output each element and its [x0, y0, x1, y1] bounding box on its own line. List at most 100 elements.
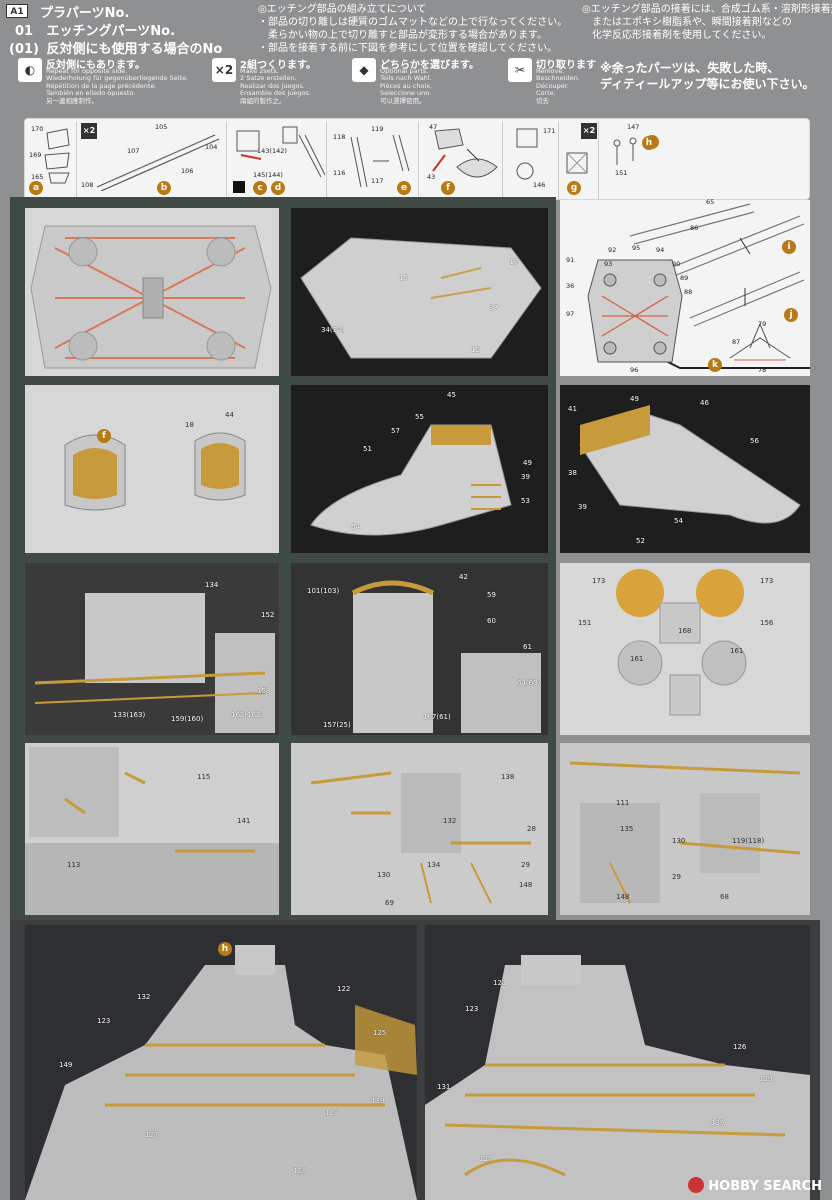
part-number-label: 108 — [81, 181, 94, 189]
part-number-label: 165 — [31, 173, 44, 181]
part-k-diagram — [729, 322, 791, 361]
part-number-label: 89 — [680, 274, 689, 282]
part-letter-c: c — [253, 181, 267, 195]
part-number-label: 132 — [443, 817, 457, 825]
part-cell-c-d: 143(142) 145(144) c d — [227, 121, 327, 199]
photo-image — [25, 945, 417, 1200]
header-line-text: 反対側にも使用する場合のNo — [46, 42, 223, 57]
part-number-label: 119 — [325, 1109, 339, 1117]
part-number-label: 130 — [377, 871, 391, 879]
part-number-label: 88 — [684, 288, 693, 296]
part-drawing — [44, 128, 70, 184]
part-number-label: 106 — [181, 167, 194, 175]
part-number-label: 139 — [371, 1097, 385, 1105]
part-number-label: 156 — [760, 619, 774, 627]
photo-image — [616, 569, 747, 716]
assembly-notes: ◎エッチング部品の組み立てについて ・部品の切り離しは硬質のゴムマットなどの上で… — [258, 3, 567, 55]
part-cell-171: 171 146 — [503, 121, 559, 199]
part-number-label: 47 — [429, 123, 438, 131]
part-number-label: 113 — [67, 861, 81, 869]
part-number-label: 53 — [521, 497, 530, 505]
part-number-label: 171 — [543, 127, 556, 135]
photo-image — [310, 424, 512, 536]
part-number-label: 119 — [371, 125, 384, 133]
part-cell-g: ×2 g — [559, 121, 599, 199]
part-number-label: 159(160) — [171, 715, 204, 723]
part-number-label: 118 — [333, 133, 346, 141]
part-number-label: 161 — [730, 647, 744, 655]
part-number-label: 91 — [566, 256, 575, 264]
part-number-label: 43 — [427, 173, 436, 181]
part-number-label: 55 — [415, 413, 424, 421]
part-number-label: 41 — [568, 405, 577, 413]
part-number-label: 56 — [750, 437, 759, 445]
part-number-label: 173 — [592, 577, 606, 585]
part-letter-b: b — [157, 181, 171, 195]
part-number-label: 18 — [185, 421, 194, 429]
part-letter-d: d — [271, 181, 285, 195]
part-number-label: 42 — [459, 573, 468, 581]
part-letter-g: g — [567, 181, 581, 195]
part-number-label: 145(144) — [253, 171, 283, 179]
part-number-label: 158 — [257, 687, 271, 695]
note-line: 柔らかい物の上で切り離すと部品が変形する場合があります。 — [258, 30, 547, 41]
part-number-label: 168 — [678, 627, 692, 635]
part-number-label: 133(163) — [113, 711, 146, 719]
header-line-num: 01 — [14, 24, 34, 39]
note-line: ◎エッチング部品の組み立てについて — [258, 4, 427, 15]
legend-title: 反対側にもあります。 — [46, 60, 145, 71]
opposite-side-icon: ◐ — [18, 58, 42, 82]
part-number-label: 122 — [337, 985, 351, 993]
part-number-label: 90 — [672, 260, 681, 268]
note-line: またはエポキシ樹脂系や、瞬間接着剤などの — [582, 17, 792, 28]
note-line: 化学反応形接着剤を使用してください。 — [582, 30, 772, 41]
part-number-label: 92 — [608, 246, 617, 254]
photo-funnel-right: 41 49 46 56 38 39 52 54 — [560, 385, 810, 553]
part-number-label: 78 — [758, 366, 767, 374]
part-number-label: 54 — [351, 523, 360, 531]
part-number-label: 148 — [616, 893, 630, 901]
photo-image — [579, 405, 801, 524]
part-number-label: 54 — [674, 517, 683, 525]
part-number-label: 45 — [447, 391, 456, 399]
part-letter-e: e — [397, 181, 411, 195]
legend-subtext: Repeat for opposite side.Wiederholung fü… — [46, 67, 189, 105]
adhesive-notes: ◎エッチング部品の接着には、合成ゴム系・溶剤形接着剤、 またはエポキシ樹脂系や、… — [582, 3, 832, 42]
part-number-label: 116 — [333, 169, 346, 177]
part-number-label: 125 — [373, 1029, 387, 1037]
part-number-label: 101(103) — [307, 587, 340, 595]
part-number-label: 126 — [733, 1043, 747, 1051]
part-cell-e: 118 119 116 117 e — [327, 121, 419, 199]
part-number-label: 93 — [604, 260, 613, 268]
part-number-label: 129 — [759, 1075, 773, 1083]
part-number-label: 59 — [487, 591, 496, 599]
part-number-label: 44 — [225, 411, 234, 419]
part-number-label: 119(118) — [732, 837, 765, 845]
part-drawing — [432, 128, 498, 178]
part-letter-a: a — [29, 181, 43, 195]
part-number-label: 149 — [59, 1061, 73, 1069]
part-cell-a: 170 169 165 a — [25, 121, 77, 199]
photo-bridge-side: 115 141 113 — [25, 743, 279, 915]
part-number-label: 68 — [720, 893, 729, 901]
photo-deck-top — [25, 208, 279, 376]
part-drawing — [613, 137, 637, 165]
photo-image — [425, 955, 810, 1200]
part-number-label: 132 — [137, 993, 151, 1001]
part-drawing — [96, 134, 220, 191]
part-number-label: 34(34) — [321, 326, 345, 334]
legend-title: どちらかを選びます。 — [380, 60, 479, 71]
part-number-label: 127 — [479, 1155, 493, 1163]
step-letter-j: j — [784, 308, 798, 322]
watermark: HOBBY SEARCH — [688, 1177, 822, 1194]
photo-bridge-stairs: 138 132 28 29 134 130 148 69 — [291, 743, 548, 915]
part-number-label: 151 — [578, 619, 592, 627]
part-number-label: 123 — [97, 1017, 111, 1025]
note-line: ◎エッチング部品の接着には、合成ゴム系・溶剤形接着剤、 — [582, 4, 832, 15]
spare-parts-warning: ※余ったパーツは、失敗した時、 ディティールアップ等にお使い下さい。 — [600, 61, 815, 91]
part-number-label: 12 — [471, 346, 480, 354]
part-number-label: 28 — [527, 825, 536, 833]
part-number-label: 138 — [501, 773, 515, 781]
part-number-label: 87 — [732, 338, 741, 346]
part-number-label: 61 — [523, 643, 532, 651]
